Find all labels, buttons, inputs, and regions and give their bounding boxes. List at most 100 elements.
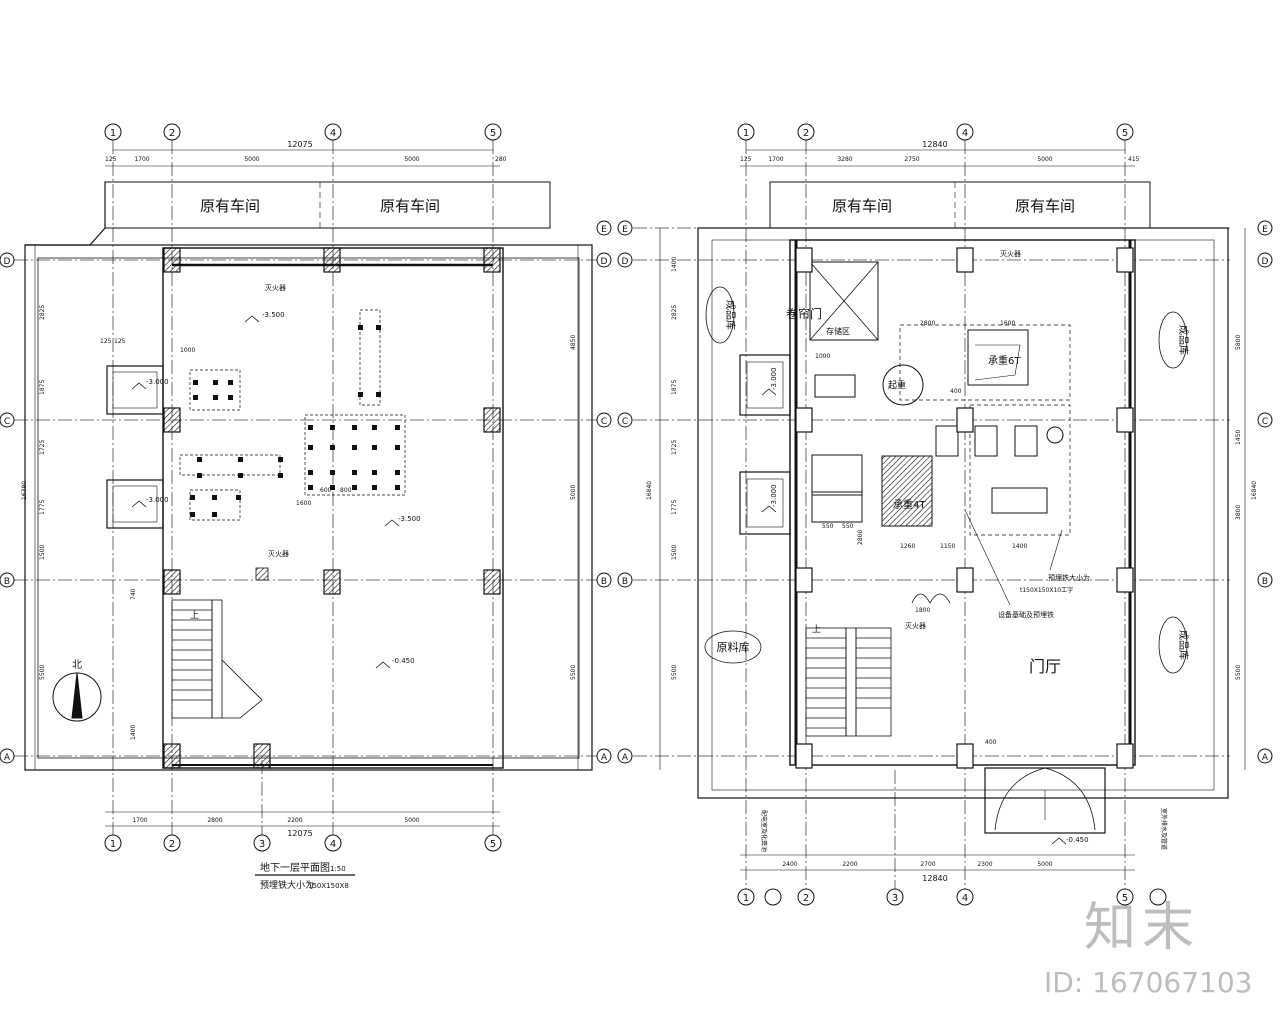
raw-store-tag (704, 630, 762, 664)
right-misc-dim-6: 400 (950, 388, 962, 395)
left-existing-workshop-1: 原有车间 (200, 197, 260, 215)
finished-store-label-right-2: 成品库 (1177, 630, 1190, 660)
right-misc-dim-8: 1400 (1012, 543, 1027, 550)
right-dashed-outlines (899, 324, 1071, 536)
right-bottom-dim-3: 2200 (842, 861, 857, 868)
right-total-width-bottom: 12840 (922, 874, 947, 883)
right-small-pit-1 (739, 354, 791, 416)
right-small-pit-2 (739, 471, 791, 535)
right-misc-dim-9: 1150 (940, 543, 955, 550)
raw-store-label: 原料库 (717, 640, 750, 654)
left-equipment-anchors (179, 309, 406, 521)
finished-store-tag-right-2 (1158, 616, 1188, 674)
left-plan-scale: 1:50 (330, 865, 346, 873)
left-level-floor: -0.450 (392, 657, 415, 665)
right-axis-row-e: E (622, 225, 628, 235)
right-side-dim-3: 1875 (671, 380, 678, 395)
left-axis-top-5: 5 (490, 128, 496, 139)
left-right-dim-2: 5000 (570, 485, 577, 500)
press-4t-label: 承重4T (893, 498, 926, 511)
left-staircase (171, 599, 263, 719)
right-top-dim-3: 3280 (837, 156, 852, 163)
right-bottom-dim-5: 2300 (977, 861, 992, 868)
embed-size: t150X150X10工字 (1020, 586, 1073, 594)
rolling-door-label: 卷帘门 (786, 306, 822, 321)
left-axis-row-b: B (4, 577, 10, 587)
right-extinguisher-1: 灭火器 (1000, 250, 1021, 258)
right-staircase (805, 627, 892, 737)
right-right-dim-2: 1450 (1235, 430, 1242, 445)
side-label-right: 室外排水及管道 (1160, 808, 1168, 850)
left-small-pit-1 (106, 365, 164, 415)
right-inner-wall (789, 239, 1136, 766)
left-axis-bottom-5: 5 (490, 839, 496, 850)
right-misc-dim-11: 1800 (915, 607, 930, 614)
right-top-dim-1: 125 (740, 156, 752, 163)
right-misc-dim-1: 2800 (920, 320, 935, 327)
right-bottom-dim-6: 5000 (1037, 861, 1052, 868)
left-level-pit-2: -3.500 (398, 515, 421, 523)
right-bottom-dim-2: 2400 (782, 861, 797, 868)
left-axis-row-d: D (4, 257, 11, 267)
left-top-dim-2: 1700 (134, 156, 149, 163)
left-axis-row-b-right: B (601, 577, 607, 587)
left-bottom-dim-5: 5000 (404, 817, 419, 824)
right-misc-dim-12: 400 (985, 739, 997, 746)
extinguisher-icon (255, 567, 269, 581)
right-axis-top-2: 2 (803, 128, 809, 139)
right-axis-top-4: 4 (962, 128, 968, 139)
right-axis-row-c: C (622, 417, 628, 427)
left-misc-dim-8: 1400 (130, 725, 137, 740)
left-misc-dim-4: 1600 (296, 500, 311, 507)
left-axis-bottom-2: 2 (169, 839, 175, 850)
right-axis-row-a-right: A (1262, 753, 1269, 763)
left-total-width-bottom: 12075 (287, 829, 312, 838)
finished-store-tag-left (705, 286, 735, 344)
left-right-dim-1: 4850 (570, 335, 577, 350)
side-label-left: 配电室及化粪池 (760, 810, 768, 852)
left-plan-texts: 12075 125 1700 5000 5000 280 原有车间 原有车间 灭… (21, 140, 577, 891)
right-bottom-dim-4: 2700 (920, 861, 935, 868)
right-axis-row-a: A (622, 753, 629, 763)
left-misc-dim-6: 125 (114, 338, 126, 345)
right-axis-row-d-right: D (1262, 257, 1269, 267)
right-axis-row-c-right: C (1262, 417, 1268, 427)
right-misc-dim-4: 550 (822, 523, 834, 530)
left-side-dim-6: 5500 (39, 665, 46, 680)
left-level-small-pit-2: -3.000 (146, 496, 169, 504)
left-misc-dim-5: 125 (100, 338, 112, 345)
right-side-dim-4: 1725 (671, 440, 678, 455)
right-axis-bottom-4: 4 (962, 893, 968, 904)
left-misc-dim-3: 800 (340, 487, 352, 494)
right-level-pit-2: -3.000 (770, 484, 778, 507)
right-level-pit-1: -3.000 (770, 367, 778, 390)
left-columns (163, 247, 501, 769)
left-misc-dim-2: 600 (320, 487, 332, 494)
left-axis-row-c: C (4, 417, 10, 427)
right-misc-dim-2: 1600 (1000, 320, 1015, 327)
left-bottom-dim-3: 2800 (207, 817, 222, 824)
right-axis-labels: 1 2 4 5 1 2 3 4 5 A B C D E A B C D E (622, 128, 1269, 904)
left-top-dim-4: 5000 (404, 156, 419, 163)
right-axis-row-d: D (622, 257, 629, 267)
left-side-dim-3: 1725 (39, 440, 46, 455)
right-existing-workshop-2: 原有车间 (1015, 197, 1075, 215)
left-extinguisher-2: 灭火器 (268, 550, 289, 558)
left-top-dim-5: 280 (495, 156, 507, 163)
storage-area-box (809, 261, 879, 341)
left-plan-note: 预埋铁大小为 (260, 879, 314, 891)
right-columns (795, 247, 1134, 769)
left-axis-bottom-3: 3 (259, 839, 265, 850)
right-misc-dim-10: 2800 (857, 530, 864, 545)
right-plan-texts: 12840 125 1700 3280 2750 5000 415 原有车间 原… (646, 140, 1258, 883)
left-misc-dim-7: 740 (130, 588, 137, 600)
left-bottom-dim-2: 1700 (132, 817, 147, 824)
watermark-id: ID: 167067103 (1044, 966, 1253, 999)
left-axis-bottom-1: 1 (110, 839, 116, 850)
left-side-total: 16380 (21, 481, 28, 500)
right-top-dim-4: 2750 (904, 156, 919, 163)
left-top-dim-1: 125 (105, 156, 117, 163)
left-axis-row-a: A (4, 753, 11, 763)
left-axis-bubbles (0, 123, 612, 852)
